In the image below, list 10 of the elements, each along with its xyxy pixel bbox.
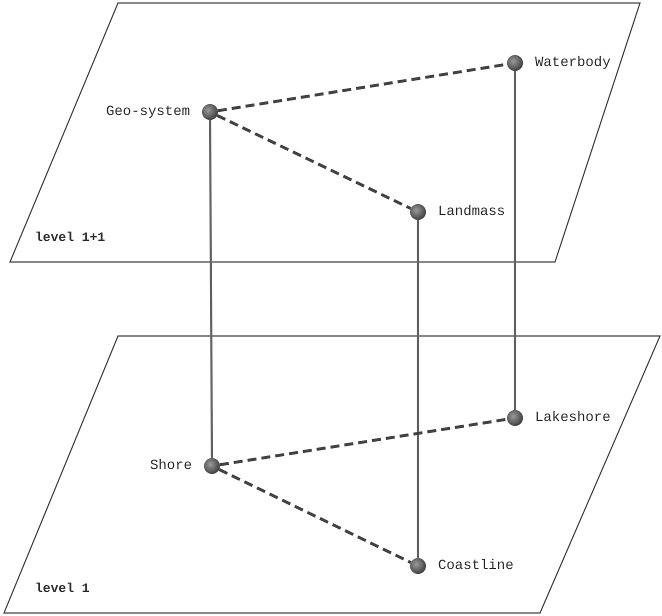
node-label: Geo-system	[106, 104, 190, 120]
connector-line	[216, 114, 412, 210]
connector-line	[218, 468, 412, 564]
node-label: Waterbody	[535, 55, 611, 71]
level-label: level 1+1	[35, 230, 106, 245]
connector-line	[208, 120, 214, 458]
connector-line	[514, 71, 516, 410]
connector-line	[416, 220, 420, 558]
level-label: level 1	[35, 581, 90, 596]
connector-line	[220, 418, 508, 466]
